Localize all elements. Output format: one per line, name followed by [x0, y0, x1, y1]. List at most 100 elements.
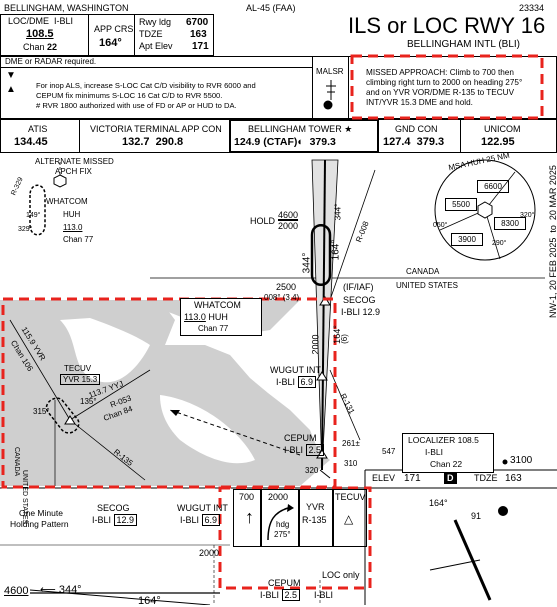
app-crs-label: APP CRS	[94, 24, 134, 34]
apt-elev-value: 171	[192, 41, 209, 52]
nav-channel: Chan 22	[23, 42, 58, 52]
whatcom-chan: Chan 77	[63, 235, 94, 244]
profile-elev-label: ELEV	[372, 473, 396, 483]
unicom-label: UNICOM	[484, 124, 521, 134]
msa-050: 050°	[433, 222, 448, 229]
whatcom-freq: 113.0	[63, 223, 83, 232]
tecuv-fix-icon	[64, 415, 76, 425]
ma-yvr: YVR	[306, 502, 325, 512]
profile-hold-4600: 4600	[4, 585, 29, 597]
msa-sector-3900: 3900	[451, 233, 483, 246]
yvr-radial	[9, 319, 71, 421]
elev-547: 547	[382, 447, 396, 456]
localizer-label: LOCALIZER 108.5	[408, 435, 479, 445]
rwy-ldg-label: Rwy ldg	[139, 17, 172, 27]
atis-value: 134.45	[14, 136, 48, 148]
tecuv-name: TECUV	[64, 364, 92, 373]
comms-tower-box	[229, 119, 379, 153]
ma-tecuv: TECUV	[335, 492, 366, 502]
alt-missed-label: ALTERNATE MISSED	[35, 157, 114, 166]
secog-fix-icon	[319, 296, 331, 306]
elev-3100: 3100	[510, 455, 533, 466]
cepum-fix-icon	[316, 449, 328, 459]
r135-label: 135°	[80, 397, 97, 406]
airport-name: BELLINGHAM INTL (BLI)	[407, 39, 520, 50]
yyj-radial	[69, 369, 151, 421]
notes-line-2: CEPUM fix minimums S-LOC 16 Cat C/D to R…	[36, 91, 223, 100]
chart-title: ILS or LOC RWY 16	[348, 13, 546, 38]
chart-number: 23334	[519, 3, 545, 13]
ma-icon-2000	[261, 489, 299, 547]
one-minute-label: One Minute	[19, 508, 63, 518]
nav-label: LOC/DME I-BLI	[8, 16, 74, 26]
whatcom-vortac-icon	[53, 174, 67, 188]
warning-triangle-icon: ▼	[6, 70, 16, 81]
profile-cepum-dme: I-BLI 2.5	[260, 589, 301, 601]
msa-sector-6600: 6600	[477, 180, 509, 193]
whatcom-box-freq: 113.0 HUH	[184, 312, 228, 322]
hold-344b-label: 344°	[333, 203, 343, 221]
divider	[79, 119, 80, 153]
gnd-con-label: GND CON	[395, 124, 438, 134]
alt-missed-label-2: APCH FIX	[55, 167, 92, 176]
r135-radial	[69, 419, 146, 481]
r329deg-label: 329°	[18, 226, 33, 233]
hold-label: HOLD	[250, 216, 276, 226]
tdze-label: TDZE	[139, 29, 163, 39]
final-course-line	[321, 159, 326, 471]
border-ca: CANADA	[13, 447, 20, 477]
nav-frequency: 108.5	[26, 28, 54, 40]
aa-91: 91	[471, 511, 482, 521]
msa-sector-8300: 8300	[494, 217, 526, 230]
localizer-box	[402, 433, 494, 473]
ma-icon-tecuv	[333, 489, 367, 547]
msa-sector-5500: 5500	[445, 198, 477, 211]
whatcom-ident: HUH	[63, 210, 81, 219]
hold-164-label: 164°	[330, 239, 342, 261]
water-bay	[160, 395, 255, 464]
app-con-label: VICTORIA TERMINAL APP CON	[90, 124, 222, 134]
holding-pattern-label: Holding Pattern	[10, 519, 69, 529]
alt-missed-hold	[29, 184, 46, 236]
missed-approach-text: MISSED APPROACH: Climb to 700 then climb…	[366, 68, 523, 107]
profile-2000: 2000	[199, 548, 220, 558]
canada-label: CANADA	[406, 267, 440, 276]
profile-secog: SECOG	[97, 503, 130, 513]
profile-ibli: I-BLI	[314, 590, 334, 600]
msa-320: 320°	[520, 212, 535, 219]
wugut-name: WUGUT INT	[270, 365, 321, 375]
spot-elev-dot	[502, 459, 508, 465]
ma-hold-icon: △	[344, 512, 354, 526]
tower-label: BELLINGHAM TOWER ★	[248, 124, 353, 134]
apt-elev-label: Apt Elev	[139, 41, 173, 51]
app-con-value: 132.7 290.8	[122, 136, 184, 148]
us-label: UNITED STATES	[396, 281, 458, 290]
rwy-ldg-value: 6700	[186, 17, 209, 28]
cepum-dme: I-BLI 2.5	[284, 444, 325, 456]
wugut-fix-icon	[316, 371, 328, 381]
tecuv-yvr: YVR 15.3	[60, 374, 101, 385]
ma-700: 700	[239, 492, 255, 502]
r131-radial	[329, 369, 361, 441]
r149-label: 149°	[26, 212, 41, 219]
iaf-alt: 2500	[276, 282, 297, 292]
wugut-dme: I-BLI 6.9	[276, 376, 317, 388]
tower-value: 124.9 (CTAF)◐ 379.3	[234, 136, 336, 148]
elev-261: 261±	[342, 439, 360, 448]
ma-hdg: hdg	[276, 520, 290, 529]
localizer-chan: Chan 22	[430, 459, 463, 469]
aa-164: 164°	[429, 498, 448, 508]
tecuv-hold	[45, 397, 80, 434]
divider	[348, 56, 349, 119]
r008-radial	[329, 169, 376, 301]
loc-only-label: LOC only	[322, 570, 360, 580]
profile-tdze-value: 163	[505, 473, 522, 484]
alt-2000: 2000	[310, 334, 321, 355]
profile-wugut: WUGUT INT	[177, 503, 228, 513]
notes-line-1: For inop ALS, increase S-LOC Cat C/D vis…	[36, 81, 256, 90]
whatcom-box-name: WHATCOM	[194, 300, 241, 310]
profile-cepum: CEPUM	[268, 578, 301, 588]
d-icon: D	[444, 473, 457, 484]
elev-320: 320	[305, 466, 319, 475]
hold-344-label: 344°	[301, 252, 313, 274]
